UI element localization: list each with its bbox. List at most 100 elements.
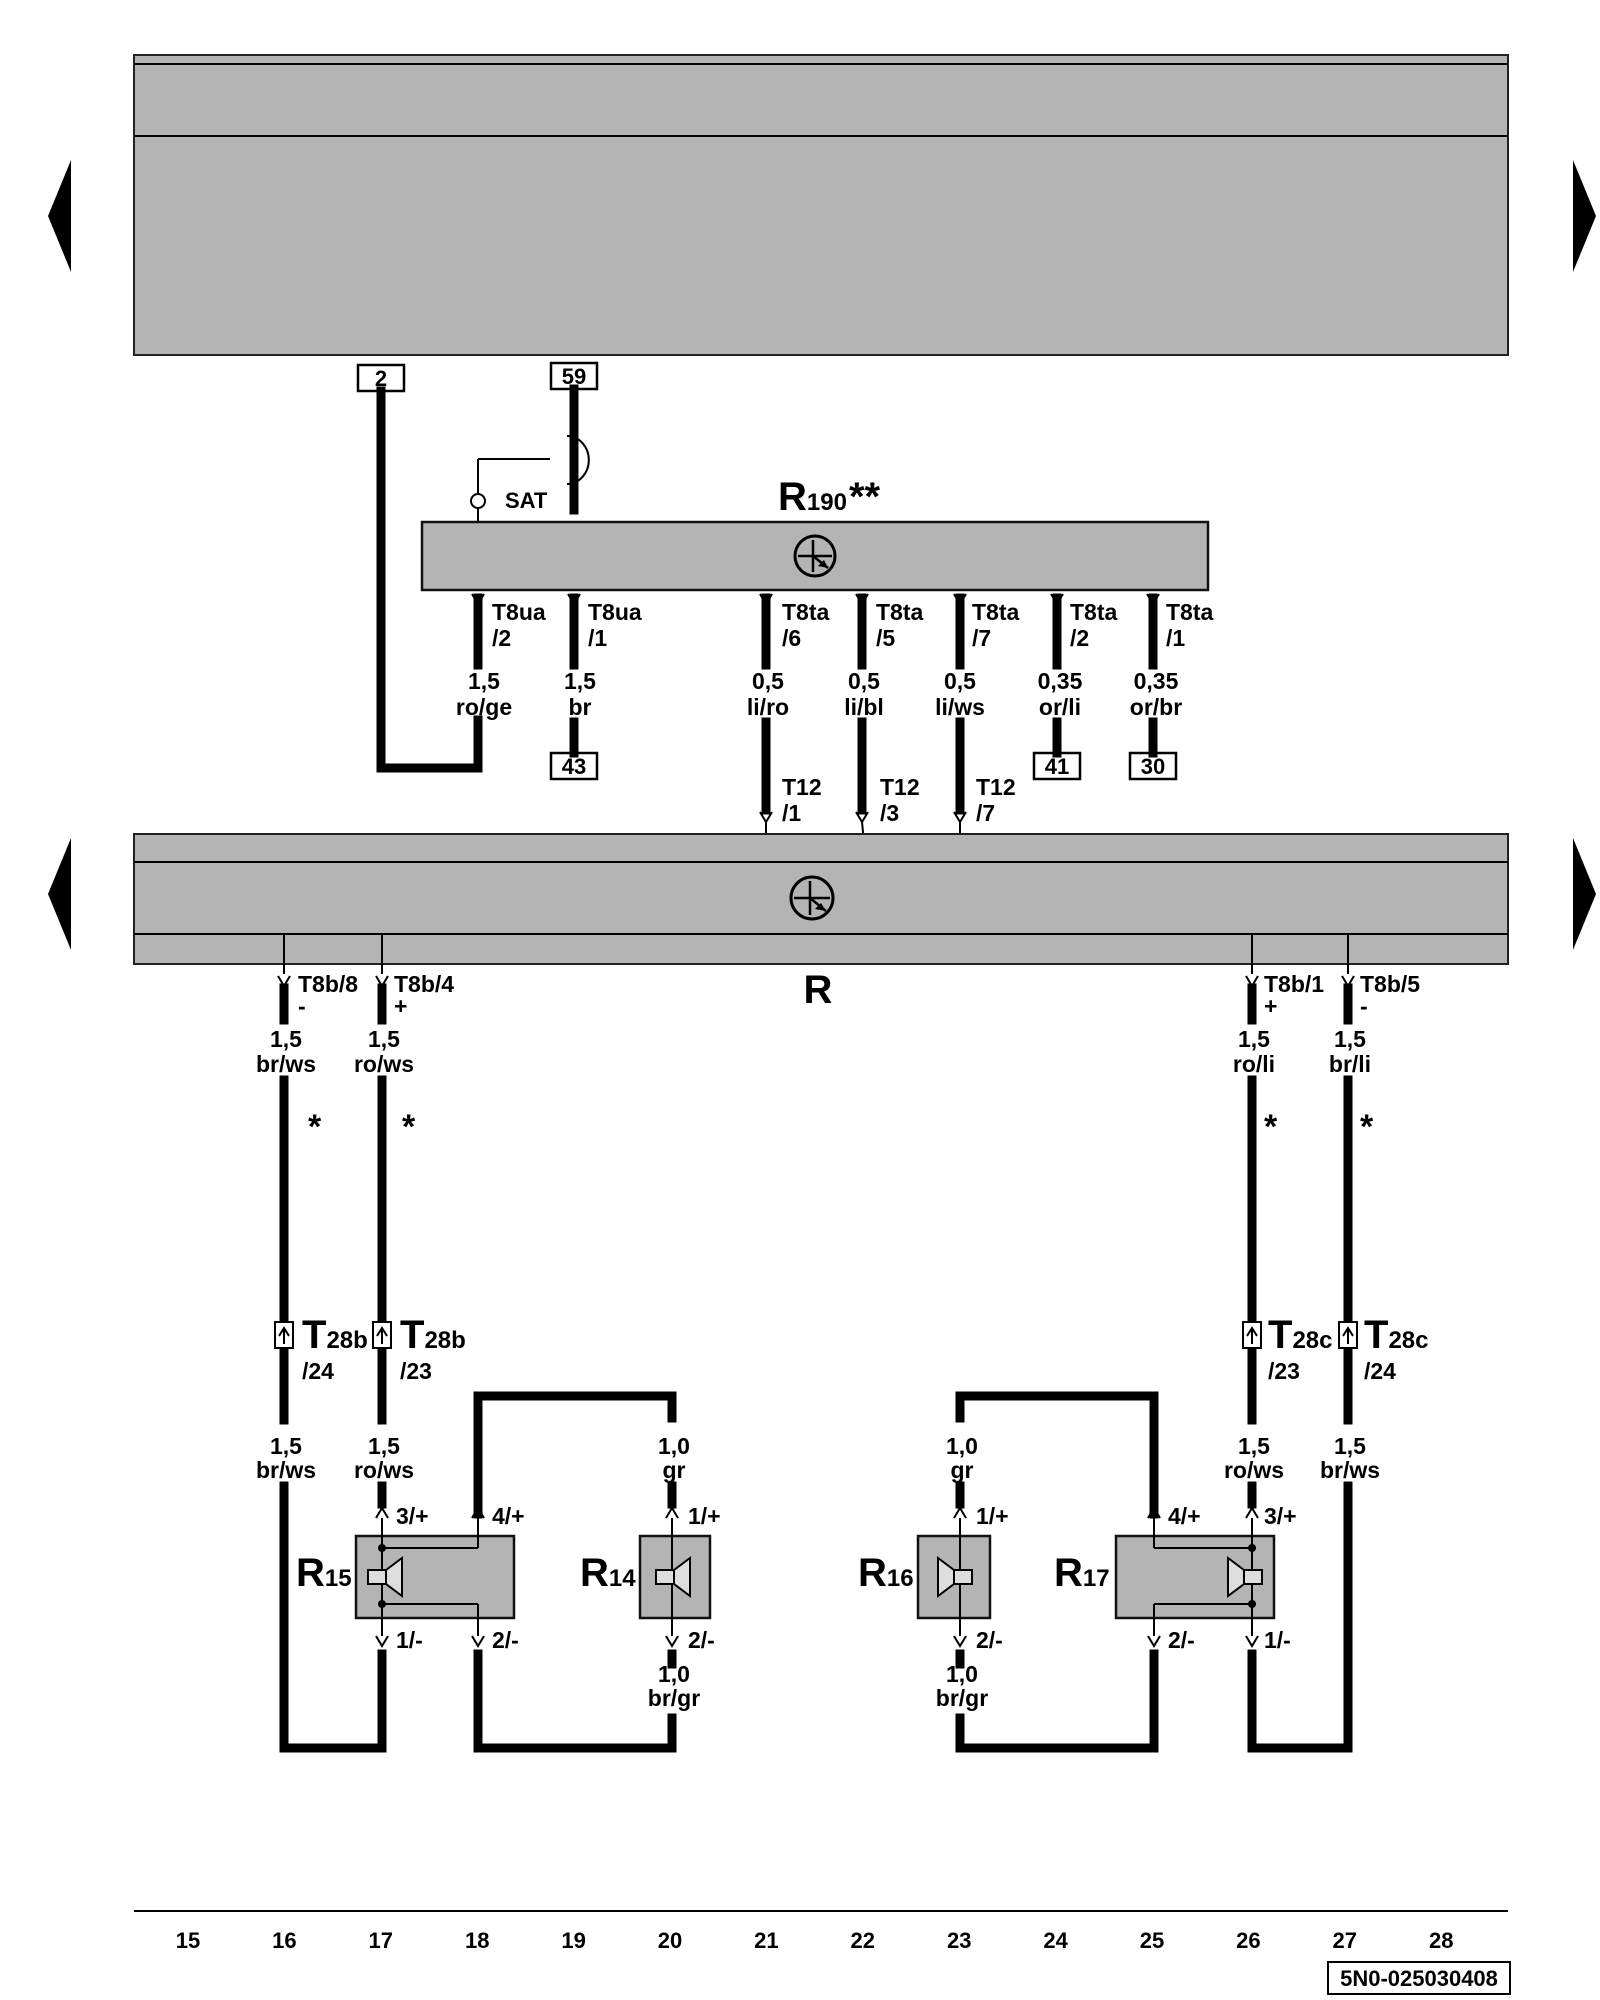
svg-text:1,5: 1,5 bbox=[468, 668, 500, 694]
svg-text:0,35: 0,35 bbox=[1134, 668, 1179, 694]
svg-text:br/li: br/li bbox=[1329, 1051, 1371, 1077]
svg-text:T8ua: T8ua bbox=[492, 599, 546, 625]
svg-text:1,0: 1,0 bbox=[946, 1661, 978, 1687]
svg-text:0,35: 0,35 bbox=[1038, 668, 1083, 694]
svg-text:T8ta: T8ta bbox=[972, 599, 1020, 625]
svg-text:or/li: or/li bbox=[1039, 694, 1081, 720]
svg-text:/3: /3 bbox=[880, 800, 899, 826]
svg-text:/5: /5 bbox=[876, 625, 895, 651]
column-label: 17 bbox=[369, 1928, 393, 1953]
svg-text:ro/ws: ro/ws bbox=[354, 1051, 414, 1077]
svg-text:1/+: 1/+ bbox=[976, 1503, 1009, 1529]
ref-box-30: 30 bbox=[1128, 751, 1178, 781]
wire-r15-to-r14-bottom bbox=[473, 1649, 677, 1753]
column-label: 22 bbox=[851, 1928, 875, 1953]
svg-text:br: br bbox=[569, 694, 592, 720]
speaker-r17: 4/+ 3/+ 2/- 1/- R17 bbox=[1054, 1503, 1297, 1653]
svg-text:ro/ge: ro/ge bbox=[456, 694, 512, 720]
svg-text:/24: /24 bbox=[302, 1358, 334, 1384]
svg-text:or/br: or/br bbox=[1130, 694, 1182, 720]
pin-t12-3: T12 /3 bbox=[855, 774, 920, 863]
drawing-number: 5N0-025030408 bbox=[1327, 1961, 1511, 1995]
svg-text:2/-: 2/- bbox=[492, 1627, 519, 1653]
prev-page-arrow-top[interactable] bbox=[48, 160, 71, 272]
wire-r15-bottom-loop bbox=[279, 1481, 387, 1753]
radio-r: R bbox=[133, 833, 1509, 1012]
electronic-module-icon bbox=[793, 534, 837, 578]
speaker-icon bbox=[655, 1556, 691, 1598]
svg-text:SAT: SAT bbox=[505, 488, 548, 513]
svg-text:2: 2 bbox=[375, 366, 387, 391]
svg-text:T8ta: T8ta bbox=[1166, 599, 1214, 625]
svg-text:1,5: 1,5 bbox=[270, 1026, 302, 1052]
pin-t8ua-1: T8ua /1 1,5 br bbox=[564, 593, 642, 758]
pin-t8ta-2: T8ta /2 0,35 or/li bbox=[1038, 593, 1118, 758]
svg-text:li/ws: li/ws bbox=[935, 694, 985, 720]
wire-ref2-to-t8ua2 bbox=[376, 386, 483, 773]
svg-text:br/ws: br/ws bbox=[256, 1051, 316, 1077]
svg-text:T8ua: T8ua bbox=[588, 599, 642, 625]
svg-text:+: + bbox=[1264, 993, 1277, 1019]
svg-text:1,5: 1,5 bbox=[1238, 1026, 1270, 1052]
svg-text:/1: /1 bbox=[782, 800, 801, 826]
wire-r15-to-r14-top bbox=[473, 1391, 677, 1519]
speaker-r15: 3/+ 4/+ 1/- 2/- R15 bbox=[296, 1503, 525, 1653]
wire-r16-to-r17-top bbox=[955, 1391, 1159, 1519]
column-label: 28 bbox=[1429, 1928, 1453, 1953]
svg-text:T28b: T28b bbox=[400, 1313, 466, 1357]
wire-r16-to-r17-bottom bbox=[955, 1649, 1159, 1753]
column-label: 27 bbox=[1333, 1928, 1357, 1953]
svg-text:1,0: 1,0 bbox=[658, 1661, 690, 1687]
svg-text:1,5: 1,5 bbox=[1334, 1026, 1366, 1052]
pin-t8b-1: T8b/1 + 1,5 ro/li * bbox=[1233, 934, 1324, 1146]
svg-text:T8b/8: T8b/8 bbox=[298, 971, 358, 997]
svg-text:/1: /1 bbox=[588, 625, 607, 651]
svg-text:3/+: 3/+ bbox=[1264, 1503, 1297, 1529]
sat-tuner-pins: T8ua /2 1,5 ro/ge T8ua /1 1,5 br T8ta /6… bbox=[456, 593, 1214, 815]
svg-text:-: - bbox=[298, 993, 306, 1019]
svg-text:T12: T12 bbox=[880, 774, 920, 800]
column-label: 25 bbox=[1140, 1928, 1164, 1953]
next-page-arrow-top[interactable] bbox=[1573, 160, 1596, 272]
wire-r17-bottom-loop bbox=[1247, 1481, 1353, 1753]
column-label: 21 bbox=[754, 1928, 778, 1953]
svg-text:T8ta: T8ta bbox=[876, 599, 924, 625]
svg-text:R16: R16 bbox=[858, 1551, 914, 1595]
svg-text:T28c: T28c bbox=[1268, 1313, 1332, 1357]
svg-text:li/bl: li/bl bbox=[844, 694, 884, 720]
svg-text:*: * bbox=[1264, 1108, 1278, 1146]
svg-text:*: * bbox=[1360, 1108, 1374, 1146]
svg-text:gr: gr bbox=[951, 1457, 974, 1483]
column-label: 18 bbox=[465, 1928, 489, 1953]
prev-page-arrow-bottom[interactable] bbox=[48, 838, 71, 950]
svg-text:1,0: 1,0 bbox=[946, 1433, 978, 1459]
speaker-r14: 1/+ 2/- R14 bbox=[580, 1503, 721, 1653]
svg-text:3/+: 3/+ bbox=[396, 1503, 429, 1529]
column-label: 23 bbox=[947, 1928, 971, 1953]
svg-text:5N0-025030408: 5N0-025030408 bbox=[1340, 1966, 1498, 1991]
svg-text:43: 43 bbox=[562, 754, 586, 779]
svg-text:1/-: 1/- bbox=[1264, 1627, 1291, 1653]
svg-text:0,5: 0,5 bbox=[944, 668, 976, 694]
next-page-arrow-bottom[interactable] bbox=[1573, 838, 1596, 950]
connector-t28c-23: T28c /23 1,5 ro/ws bbox=[1224, 1313, 1333, 1483]
svg-text:30: 30 bbox=[1141, 754, 1165, 779]
pin-t8ta-5: T8ta /5 0,5 li/bl bbox=[844, 593, 924, 815]
sat-tuner-r190: R190** bbox=[420, 475, 1210, 592]
svg-text:4/+: 4/+ bbox=[1168, 1503, 1201, 1529]
svg-text:/7: /7 bbox=[972, 625, 991, 651]
speaker-icon bbox=[367, 1556, 403, 1598]
svg-text:-: - bbox=[1360, 993, 1368, 1019]
svg-text:0,5: 0,5 bbox=[752, 668, 784, 694]
svg-text:/6: /6 bbox=[782, 625, 801, 651]
t28-connectors: T28b /24 1,5 br/ws T28b /23 1,5 ro/ws T2… bbox=[256, 1313, 1429, 1483]
svg-text:1,5: 1,5 bbox=[1334, 1433, 1366, 1459]
svg-text:T12: T12 bbox=[782, 774, 822, 800]
connector-t28c-24: T28c /24 1,5 br/ws bbox=[1320, 1313, 1429, 1483]
svg-text:T8b/4: T8b/4 bbox=[394, 971, 454, 997]
svg-text:br/gr: br/gr bbox=[648, 1685, 700, 1711]
column-label: 24 bbox=[1043, 1928, 1068, 1953]
svg-text:T8b/5: T8b/5 bbox=[1360, 971, 1420, 997]
svg-text:ro/ws: ro/ws bbox=[1224, 1457, 1284, 1483]
